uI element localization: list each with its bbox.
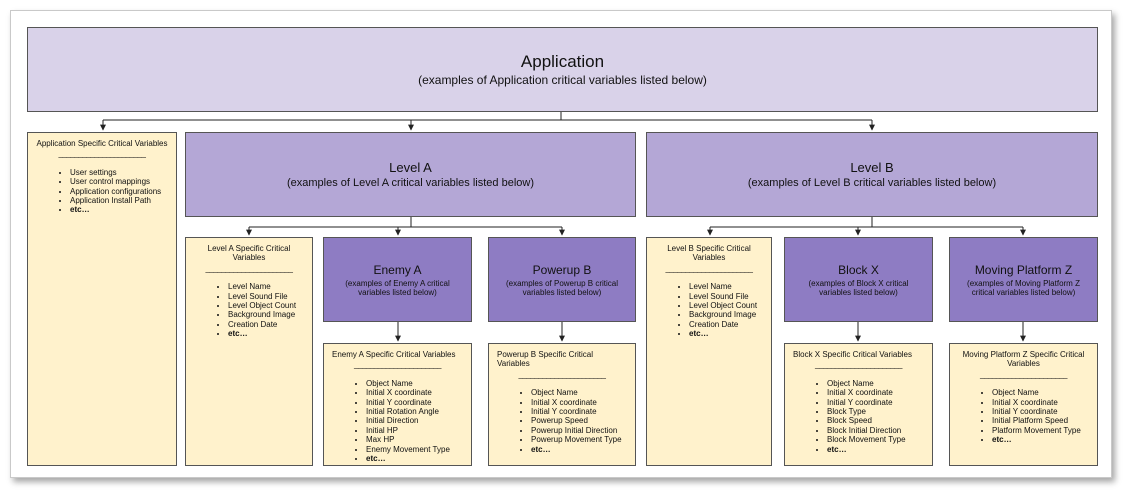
- level-b-subtitle: (examples of Level B critical variables …: [747, 176, 997, 189]
- list-item: Initial Rotation Angle: [366, 407, 463, 416]
- list-item: Block Movement Type: [827, 435, 924, 444]
- application-variables-note: Application Specific Critical Variables …: [27, 132, 177, 466]
- list-item: etc…: [366, 454, 463, 463]
- note-title: Moving Platform Z Specific Critical Vari…: [962, 350, 1085, 369]
- list-item: Powerup Speed: [531, 416, 627, 425]
- level-b-title: Level B: [850, 159, 894, 175]
- variable-list: Object Name Initial X coordinate Initial…: [958, 388, 1089, 444]
- list-item: Powerup Movement Type: [531, 435, 627, 444]
- block-x-subtitle: (examples of Block X critical variables …: [808, 278, 909, 297]
- list-item: Level Sound File: [228, 292, 304, 301]
- list-item: Initial Y coordinate: [992, 407, 1089, 416]
- list-item: Level Name: [689, 282, 763, 291]
- list-item: Initial HP: [366, 426, 463, 435]
- list-item: Powerup Initial Direction: [531, 426, 627, 435]
- list-item: Object Name: [992, 388, 1089, 397]
- note-title: Application Specific Critical Variables: [36, 139, 168, 148]
- level-b-node: Level B (examples of Level B critical va…: [646, 132, 1098, 217]
- list-item: Application configurations: [70, 187, 168, 196]
- note-title: Powerup B Specific Critical Variables: [497, 350, 594, 369]
- level-a-node: Level A (examples of Level A critical va…: [185, 132, 636, 217]
- level-a-variables-note: Level A Specific Critical Variables ____…: [185, 237, 313, 466]
- powerup-b-title: Powerup B: [532, 262, 592, 277]
- variable-list: Level Name Level Sound File Level Object…: [655, 282, 763, 338]
- note-divider: ______________________: [518, 369, 606, 379]
- list-item: Initial Direction: [366, 416, 463, 425]
- list-item: Level Name: [228, 282, 304, 291]
- list-item: Level Sound File: [689, 292, 763, 301]
- list-item: Initial X coordinate: [531, 398, 627, 407]
- moving-platform-z-title: Moving Platform Z: [974, 262, 1073, 277]
- variable-list: Object Name Initial X coordinate Initial…: [793, 379, 924, 454]
- note-divider: ______________________: [205, 263, 293, 273]
- moving-platform-z-variables-note: Moving Platform Z Specific Critical Vari…: [949, 343, 1098, 466]
- note-divider: ______________________: [58, 149, 146, 159]
- list-item: Object Name: [366, 379, 463, 388]
- list-item: Block Speed: [827, 416, 924, 425]
- list-item: Background Image: [228, 310, 304, 319]
- list-item: Background Image: [689, 310, 763, 319]
- level-a-title: Level A: [389, 159, 432, 175]
- enemy-a-variables-note: Enemy A Specific Critical Variables ____…: [323, 343, 472, 466]
- list-item: etc…: [992, 435, 1089, 444]
- list-item: Enemy Movement Type: [366, 445, 463, 454]
- list-item: User settings: [70, 168, 168, 177]
- enemy-a-title: Enemy A: [373, 262, 422, 277]
- list-item: Initial Platform Speed: [992, 416, 1089, 425]
- moving-platform-z-node: Moving Platform Z (examples of Moving Pl…: [949, 237, 1098, 322]
- list-item: Object Name: [531, 388, 627, 397]
- enemy-a-node: Enemy A (examples of Enemy A critical va…: [323, 237, 472, 322]
- list-item: etc…: [689, 329, 763, 338]
- list-item: User control mappings: [70, 177, 168, 186]
- powerup-b-subtitle: (examples of Powerup B critical variable…: [505, 278, 619, 297]
- enemy-a-subtitle: (examples of Enemy A critical variables …: [345, 278, 450, 297]
- note-title: Level B Specific Critical Variables: [667, 244, 751, 263]
- powerup-b-variables-note: Powerup B Specific Critical Variables __…: [488, 343, 636, 466]
- list-item: Level Object Count: [689, 301, 763, 310]
- variable-list: Level Name Level Sound File Level Object…: [194, 282, 304, 338]
- list-item: Block Type: [827, 407, 924, 416]
- variable-list: User settings User control mappings Appl…: [36, 168, 168, 215]
- list-item: Initial X coordinate: [992, 398, 1089, 407]
- list-item: etc…: [827, 445, 924, 454]
- block-x-variables-note: Block X Specific Critical Variables ____…: [784, 343, 933, 466]
- list-item: Level Object Count: [228, 301, 304, 310]
- list-item: Initial X coordinate: [366, 388, 463, 397]
- level-b-variables-note: Level B Specific Critical Variables ____…: [646, 237, 772, 466]
- note-title: Enemy A Specific Critical Variables: [332, 350, 456, 359]
- list-item: Max HP: [366, 435, 463, 444]
- list-item: Initial Y coordinate: [827, 398, 924, 407]
- list-item: etc…: [531, 445, 627, 454]
- list-item: Initial Y coordinate: [366, 398, 463, 407]
- level-a-subtitle: (examples of Level A critical variables …: [286, 176, 534, 189]
- list-item: etc…: [70, 205, 168, 214]
- application-subtitle: (examples of Application critical variab…: [418, 72, 707, 87]
- list-item: Creation Date: [228, 320, 304, 329]
- application-title: Application: [520, 51, 605, 71]
- list-item: Platform Movement Type: [992, 426, 1089, 435]
- note-divider: ______________________: [354, 360, 441, 370]
- block-x-title: Block X: [838, 262, 879, 277]
- list-item: Object Name: [827, 379, 924, 388]
- note-divider: ______________________: [665, 263, 753, 273]
- note-divider: ______________________: [980, 369, 1067, 379]
- note-title: Level A Specific Critical Variables: [207, 244, 291, 263]
- note-title: Block X Specific Critical Variables: [793, 350, 913, 359]
- list-item: Block Initial Direction: [827, 426, 924, 435]
- list-item: Application Install Path: [70, 196, 168, 205]
- note-divider: ______________________: [815, 360, 902, 370]
- powerup-b-node: Powerup B (examples of Powerup B critica…: [488, 237, 636, 322]
- list-item: etc…: [228, 329, 304, 338]
- variable-list: Object Name Initial X coordinate Initial…: [332, 379, 463, 464]
- list-item: Initial X coordinate: [827, 388, 924, 397]
- list-item: Initial Y coordinate: [531, 407, 627, 416]
- block-x-node: Block X (examples of Block X critical va…: [784, 237, 933, 322]
- variable-list: Object Name Initial X coordinate Initial…: [497, 388, 627, 454]
- moving-platform-z-subtitle: (examples of Moving Platform Z critical …: [967, 278, 1080, 297]
- list-item: Creation Date: [689, 320, 763, 329]
- application-node: Application (examples of Application cri…: [27, 27, 1098, 112]
